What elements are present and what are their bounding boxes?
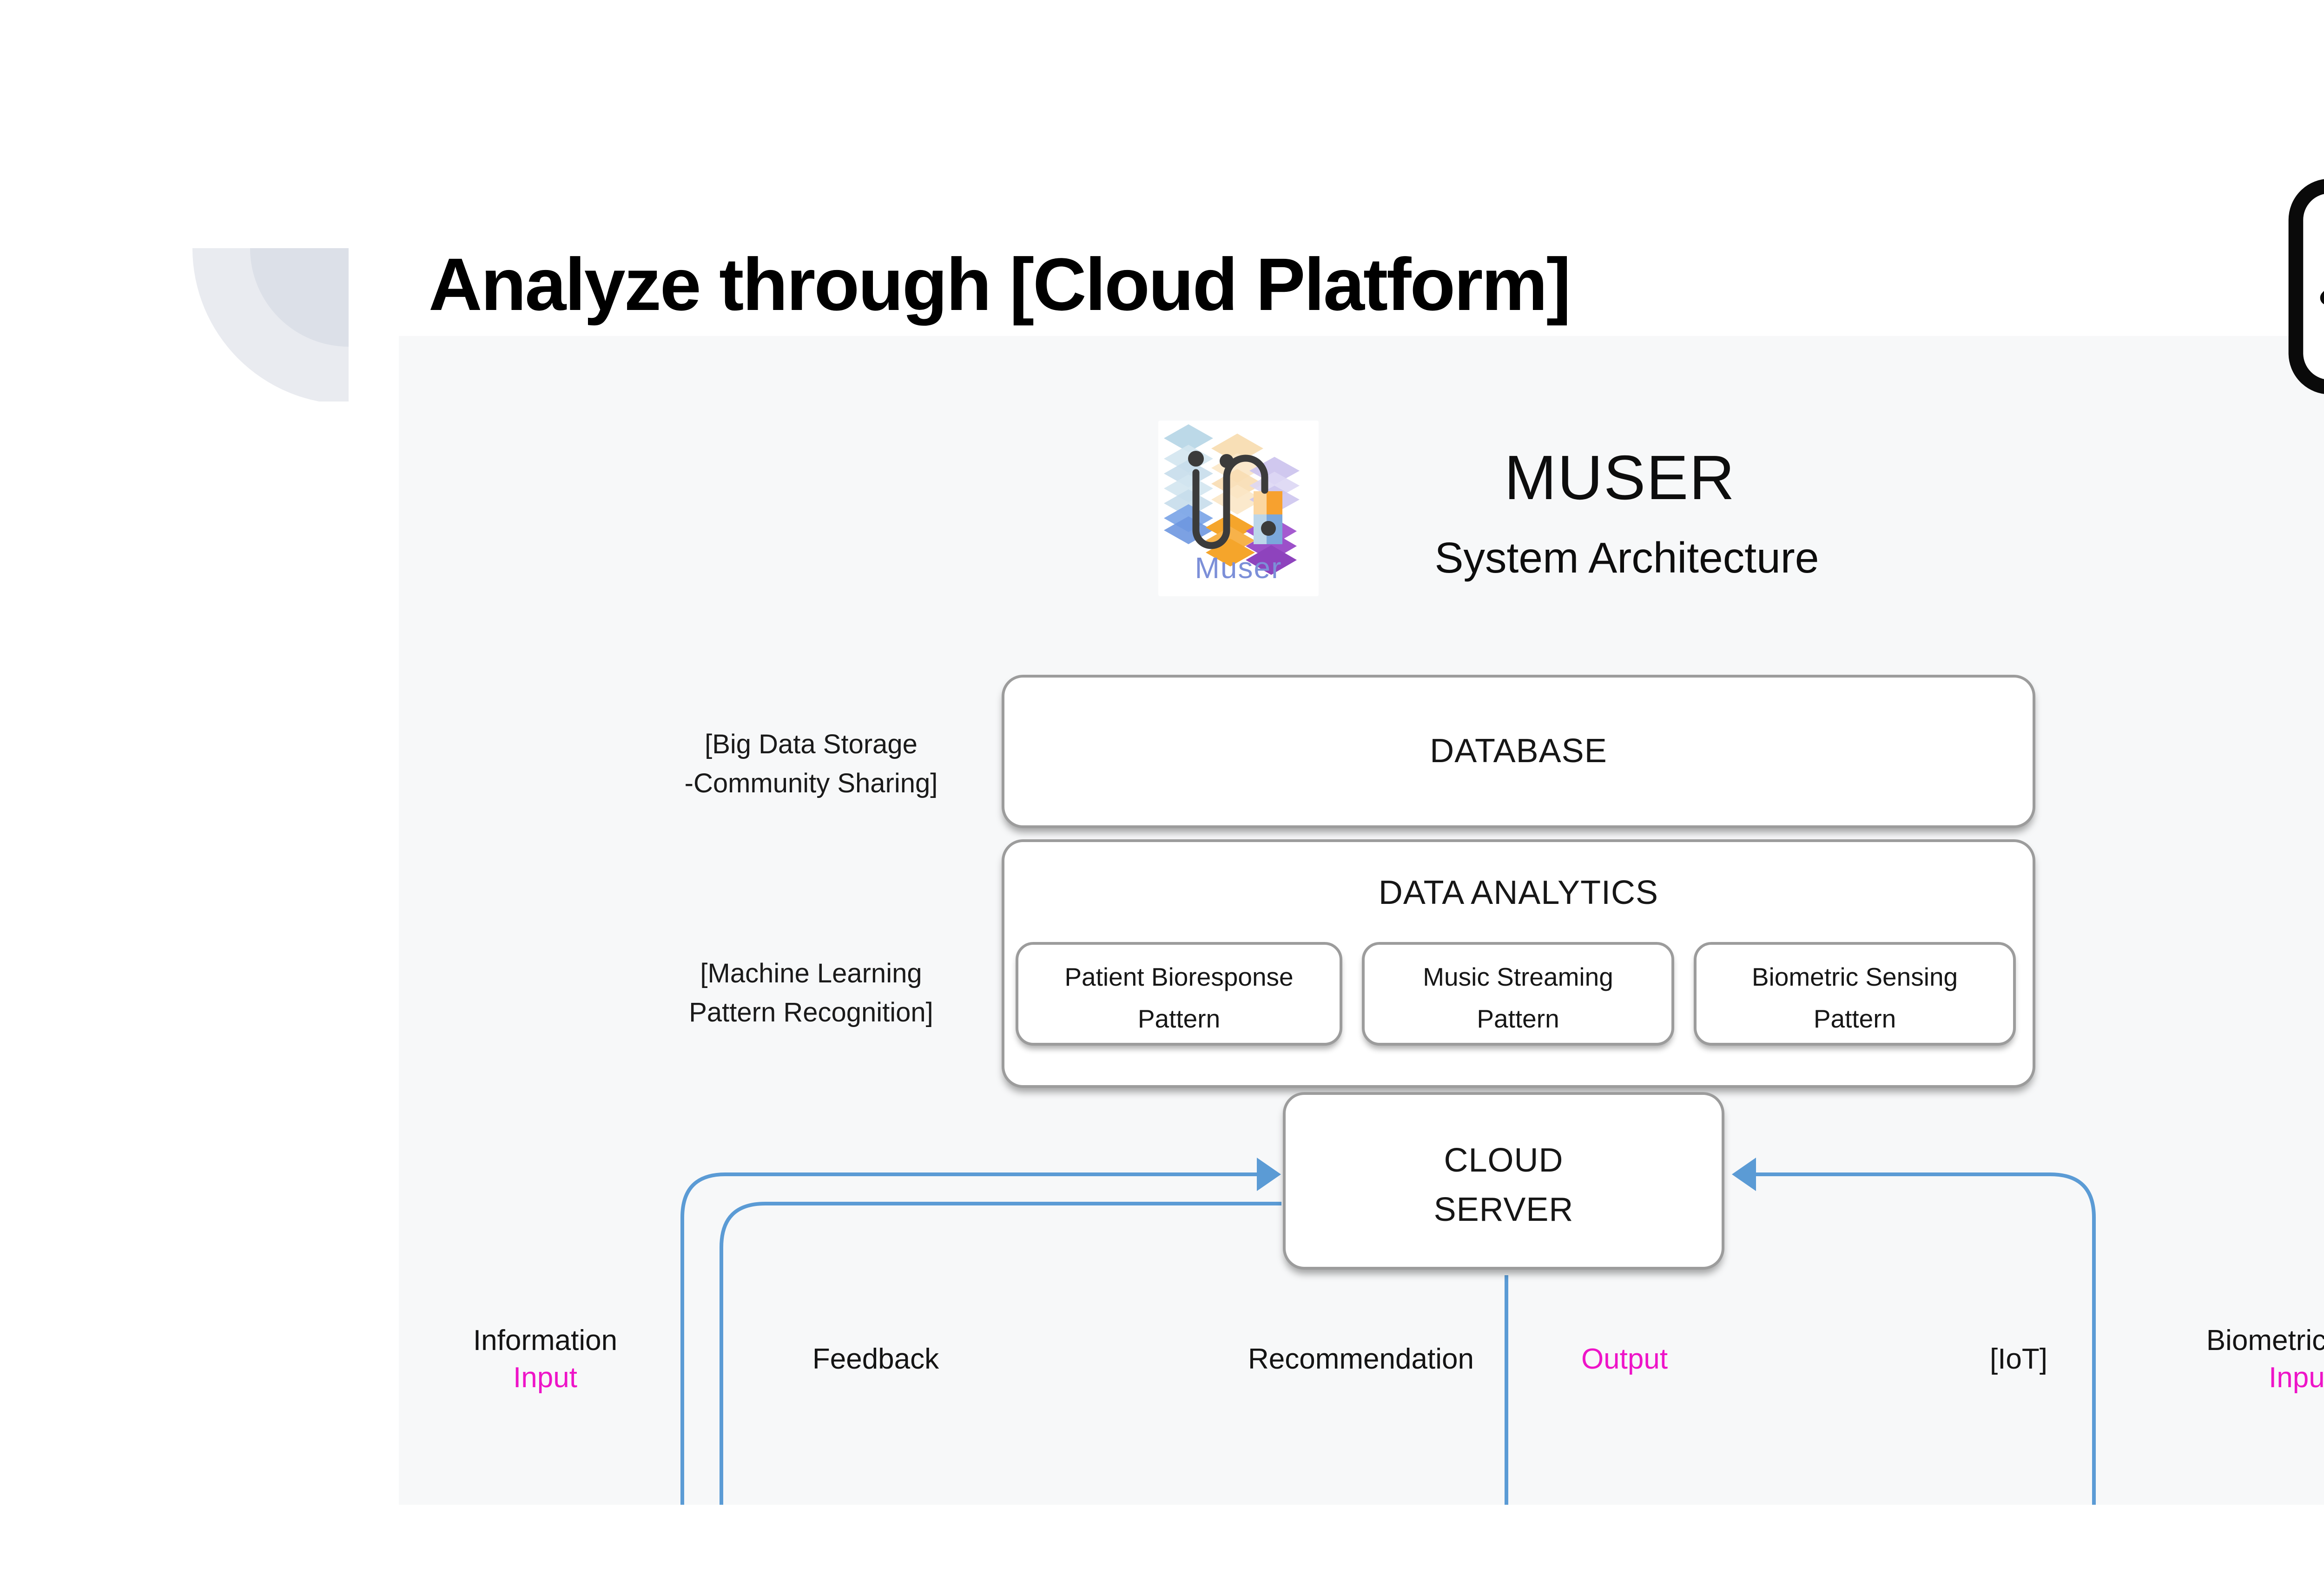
flow-label-feedback: Feedback (812, 1343, 939, 1375)
flow-label-biometric-input: Biometric Data Input (2161, 1322, 2324, 1396)
analytics-side-note: [Machine Learning Pattern Recognition] (646, 954, 976, 1032)
brand-title: MUSER (1504, 442, 1736, 513)
page-title: Analyze through [Cloud Platform] (429, 243, 1571, 326)
analytics-side-note-line2: Pattern Recognition] (689, 997, 933, 1027)
pattern-box-line2: Pattern (1137, 1004, 1221, 1033)
logo-lock-body-icon (1254, 491, 1282, 544)
cloud-server-line2: SERVER (1433, 1191, 1574, 1228)
muser-logo-wordmark: Muser (1195, 551, 1282, 585)
pattern-box-patient-bioresponse: Patient Bioresponse Pattern (1016, 942, 1342, 1046)
cloud-server-box: CLOUD SERVER (1283, 1092, 1724, 1270)
flow-label-output: Output (1581, 1343, 1668, 1375)
flow-label-information-input: Information Input (406, 1322, 685, 1396)
speech-bubble-icon (2288, 179, 2324, 394)
brand-subtitle: System Architecture (1434, 533, 1819, 582)
pattern-box-music-streaming: Music Streaming Pattern (1362, 942, 1674, 1046)
database-side-note-line1: [Big Data Storage (705, 729, 918, 759)
flow-label-iot: [IoT] (1989, 1343, 2048, 1375)
flow-information-input-line: Input (513, 1362, 577, 1394)
database-side-note-line2: -Community Sharing] (684, 768, 938, 798)
muser-logo-art-icon (1164, 424, 1300, 575)
pattern-box-biometric-sensing: Biometric Sensing Pattern (1694, 942, 2016, 1046)
flow-biometric-input-line: Input (2269, 1362, 2324, 1394)
flow-information-line: Information (473, 1324, 618, 1357)
data-analytics-label: DATA ANALYTICS (1378, 874, 1659, 911)
database-side-note: [Big Data Storage -Community Sharing] (646, 725, 976, 803)
database-box (1002, 675, 2035, 828)
flow-label-recommendation: Recommendation (1248, 1343, 1474, 1375)
flow-biometric-line: Biometric Data (2206, 1324, 2324, 1357)
cloud-server-line1: CLOUD (1444, 1142, 1564, 1179)
muser-logo (1158, 421, 1319, 596)
pattern-box-line1: Music Streaming (1423, 962, 1613, 991)
quarter-ring-decoration-icon (192, 248, 349, 402)
pattern-box-line1: Patient Bioresponse (1064, 962, 1294, 991)
pattern-box-line2: Pattern (1813, 1004, 1896, 1033)
analytics-chat-icon (2288, 179, 2324, 394)
pattern-box-line1: Biometric Sensing (1751, 962, 1958, 991)
analytics-side-note-line1: [Machine Learning (700, 958, 922, 988)
logo-curve-icon (1188, 451, 1268, 549)
pattern-box-line2: Pattern (1477, 1004, 1559, 1033)
database-label: DATABASE (1430, 732, 1607, 770)
